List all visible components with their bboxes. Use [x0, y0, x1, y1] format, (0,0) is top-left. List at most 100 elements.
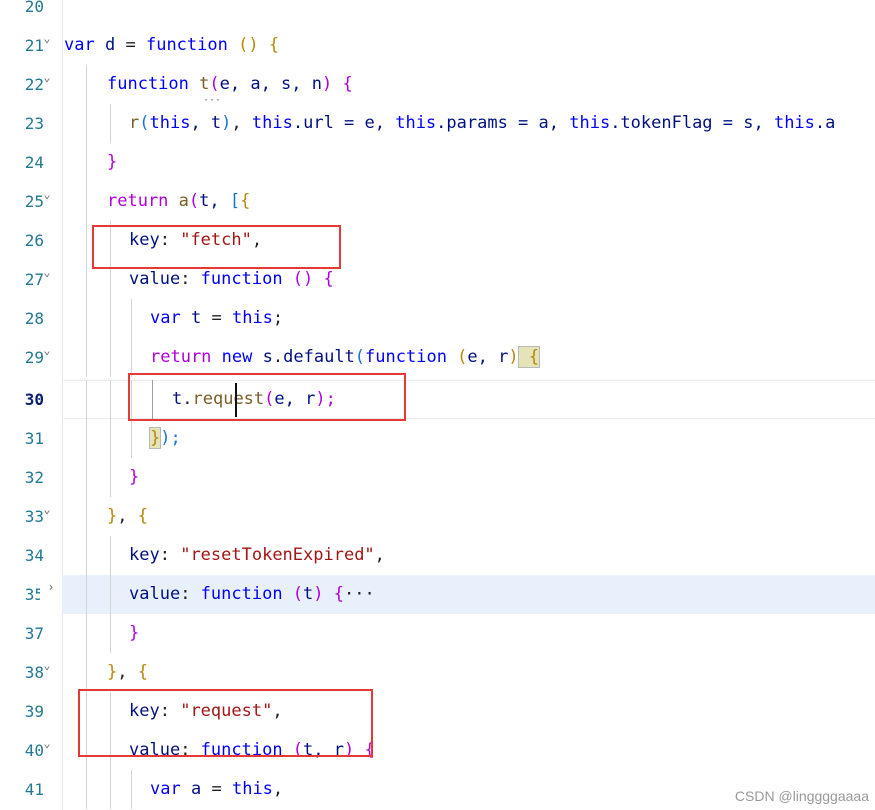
- code-line-20[interactable]: 20: [0, 0, 875, 26]
- code-line-21[interactable]: 21 ⌄ var d = function () {: [0, 26, 875, 65]
- line-number: 30: [24, 390, 44, 409]
- annotation-box-request: [78, 689, 373, 757]
- code-line-30[interactable]: 30 t.request(e, r);: [0, 380, 875, 419]
- line-number: 34: [24, 546, 44, 565]
- indent-guide: [86, 575, 87, 614]
- code-line-38[interactable]: 38 ⌄ }, {: [0, 653, 875, 692]
- code-text: }, {: [107, 662, 148, 682]
- code-text: key: "fetch",: [129, 230, 263, 250]
- indent-guide: [86, 65, 87, 104]
- hover-dots-icon: ···: [203, 95, 222, 106]
- line-number: 41: [24, 780, 44, 799]
- indent-guide: [110, 104, 111, 143]
- indent-guide: [86, 338, 87, 377]
- indent-guide: [86, 104, 87, 143]
- indent-guide: [110, 260, 111, 299]
- indent-guide: [131, 770, 132, 809]
- line-number: 25: [24, 192, 44, 211]
- indent-guide-active: [152, 380, 153, 419]
- fold-chevron-down-icon[interactable]: ⌄: [43, 187, 51, 201]
- code-text: });: [148, 427, 181, 449]
- code-line-22[interactable]: 22 ⌄ function t(e, a, s, n) { ···: [0, 65, 875, 106]
- code-line-39[interactable]: 39 key: "request",: [0, 692, 875, 731]
- code-text: t.request(e, r);: [172, 389, 336, 409]
- line-number: 40: [24, 741, 44, 760]
- fold-chevron-down-icon[interactable]: ⌄: [43, 736, 51, 750]
- fold-chevron-down-icon[interactable]: ⌄: [43, 31, 51, 45]
- code-line-26[interactable]: 26 key: "fetch",: [0, 221, 875, 260]
- code-line-23[interactable]: 23 r(this, t), this.url = e, this.params…: [0, 104, 875, 143]
- indent-guide: [86, 299, 87, 338]
- line-number: 23: [24, 114, 44, 133]
- code-line-29[interactable]: 29 ⌄ return new s.default(function (e, r…: [0, 338, 875, 377]
- indent-guide: [110, 731, 111, 770]
- annotation-box-request-call: [128, 373, 406, 421]
- indent-guide: [86, 692, 87, 731]
- line-number: 27: [24, 270, 44, 289]
- line-number: 21: [24, 36, 44, 55]
- indent-guide: [110, 692, 111, 731]
- indent-guide: [110, 575, 111, 614]
- indent-guide: [86, 182, 87, 221]
- indent-guide: [110, 380, 111, 419]
- code-line-35[interactable]: 35 › value: function (t) {···: [0, 575, 875, 614]
- indent-guide: [110, 221, 111, 260]
- code-text: value: function (t) {···: [129, 584, 375, 604]
- fold-chevron-down-icon[interactable]: ⌄: [43, 343, 51, 357]
- code-line-33[interactable]: 33 ⌄ }, {: [0, 497, 875, 536]
- code-text: }: [129, 467, 140, 487]
- code-text: return new s.default(function (e, r) {: [150, 346, 541, 368]
- fold-chevron-down-icon[interactable]: ⌄: [43, 502, 51, 516]
- line-number: 33: [24, 507, 44, 526]
- code-line-41[interactable]: 41 var a = this,: [0, 770, 875, 809]
- indent-guide: [86, 731, 87, 770]
- code-line-27[interactable]: 27 ⌄ value: function () {: [0, 260, 875, 299]
- indent-guide: [110, 338, 111, 377]
- code-line-24[interactable]: 24 }: [0, 143, 875, 182]
- indent-guide: [131, 338, 132, 377]
- fold-chevron-down-icon[interactable]: ⌄: [43, 265, 51, 279]
- fold-chevron-down-icon[interactable]: ⌄: [43, 70, 51, 84]
- indent-guide: [110, 536, 111, 575]
- indent-guide: [131, 380, 132, 419]
- code-line-31[interactable]: 31 });: [0, 419, 875, 458]
- code-text: return a(t, [{: [107, 191, 251, 211]
- code-text: key: "request",: [129, 701, 283, 721]
- line-number: 26: [24, 231, 44, 250]
- indent-guide: [86, 770, 87, 809]
- code-text: r(this, t), this.url = e, this.params = …: [129, 113, 836, 133]
- indent-guide: [110, 299, 111, 338]
- code-line-34[interactable]: 34 key: "resetTokenExpired",: [0, 536, 875, 575]
- code-text: value: function () {: [129, 269, 334, 289]
- code-line-25[interactable]: 25 ⌄ return a(t, [{: [0, 182, 875, 221]
- code-text: var d = function () {: [64, 35, 280, 55]
- indent-guide: [86, 614, 87, 653]
- fold-chevron-right-icon[interactable]: ›: [40, 575, 62, 614]
- indent-guide: [86, 497, 87, 536]
- line-number: 28: [24, 309, 44, 328]
- indent-guide: [86, 221, 87, 260]
- indent-guide: [86, 380, 87, 419]
- code-line-32[interactable]: 32 }: [0, 458, 875, 497]
- code-text: var a = this,: [150, 779, 284, 799]
- line-number: 31: [24, 429, 44, 448]
- code-text: function t(e, a, s, n) {: [107, 74, 353, 94]
- current-line-border: [62, 380, 875, 419]
- line-number: 38: [24, 663, 44, 682]
- line-number: 39: [24, 702, 44, 721]
- indent-guide: [110, 419, 111, 458]
- indent-guide: [86, 458, 87, 497]
- indent-guide: [86, 143, 87, 182]
- line-number: 37: [24, 624, 44, 643]
- watermark: CSDN @linggggaaaa: [734, 788, 869, 804]
- line-number: 32: [24, 468, 44, 487]
- fold-chevron-down-icon[interactable]: ⌄: [43, 658, 51, 672]
- line-number: 20: [24, 0, 44, 16]
- line-number: 22: [24, 75, 44, 94]
- code-text: }, {: [107, 506, 148, 526]
- text-cursor: [235, 383, 237, 417]
- code-line-37[interactable]: 37 }: [0, 614, 875, 653]
- code-line-28[interactable]: 28 var t = this;: [0, 299, 875, 338]
- indent-guide: [110, 770, 111, 809]
